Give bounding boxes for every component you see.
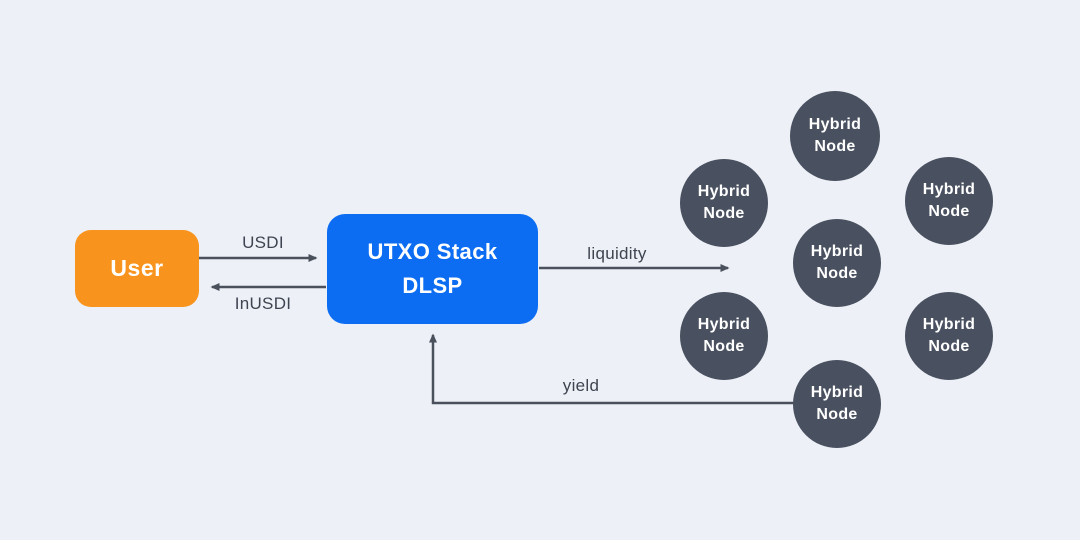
hybrid-node-label: Hybrid Node <box>697 183 751 222</box>
hybrid-node-label: Hybrid Node <box>810 243 864 282</box>
liquidity-arrow-label: liquidity <box>587 244 647 263</box>
user-box-label: User <box>110 255 164 281</box>
hybrid-node-3: Hybrid Node <box>905 157 993 245</box>
hybrid-node-label: Hybrid Node <box>808 116 862 155</box>
dlsp-box-label-line1: UTXO Stack <box>367 239 498 264</box>
hybrid-node-2: Hybrid Node <box>680 159 768 247</box>
usdi-arrow-label: USDI <box>242 233 284 252</box>
inusdi-arrow-label: InUSDI <box>234 294 292 313</box>
hybrid-node-label: Hybrid Node <box>697 316 751 355</box>
hybrid-node-label: Hybrid Node <box>922 316 976 355</box>
hybrid-node-5: Hybrid Node <box>680 292 768 380</box>
yield-arrow <box>429 333 794 405</box>
hybrid-node-4: Hybrid Node <box>793 219 881 307</box>
hybrid-node-6: Hybrid Node <box>905 292 993 380</box>
hybrid-node-label: Hybrid Node <box>810 384 864 423</box>
hybrid-node-label: Hybrid Node <box>922 181 976 220</box>
hybrid-node-7: Hybrid Node <box>793 360 881 448</box>
yield-arrow-label: yield <box>562 376 600 395</box>
user-box: User <box>75 230 199 307</box>
dlsp-box: UTXO Stack DLSP <box>327 214 538 324</box>
hybrid-node-1: Hybrid Node <box>790 91 880 181</box>
dlsp-box-label-line2: DLSP <box>402 273 463 298</box>
